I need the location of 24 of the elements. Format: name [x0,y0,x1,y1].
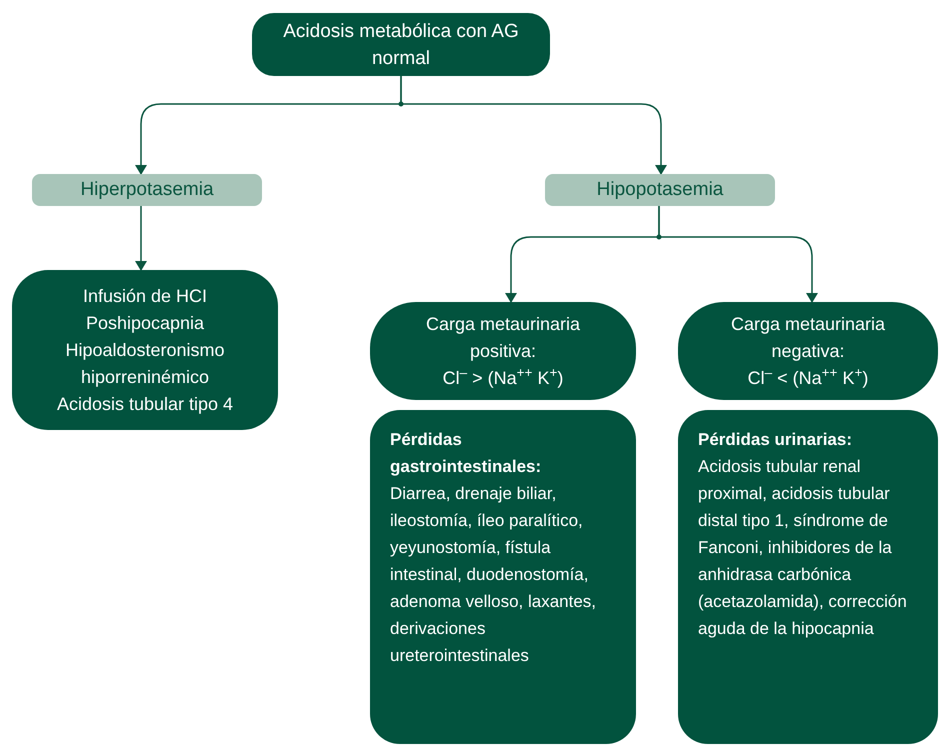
node-text: Acidosis tubular tipo 4 [56,392,234,416]
process-box [252,13,550,76]
card-heading: Pérdidas gastrointestinales: [390,429,542,478]
category-box [545,174,775,206]
arrow [658,206,818,303]
node-text: Hipopotasemia [596,178,724,202]
node-text: Infusión de HCI [82,284,208,308]
arrow [400,76,667,175]
node-text: Carga metaurinaria negativa: [730,312,886,363]
category-box [32,174,262,206]
node-text: Carga metaurinaria positiva: [424,312,582,363]
cause-box [678,410,938,744]
node-text: Poshipocapnia [86,312,204,335]
cause-box [370,410,636,744]
cause-box [12,270,278,430]
arrow [135,206,147,271]
node-text: Hiperpotasemia [80,178,214,202]
card-heading: Pérdidas urinarias: [698,429,852,451]
node-text: Cl$^{–}$ > (Na$^{++}$ K$^{+}$) [442,364,564,390]
node-text: Acidosis tubular renal proximal, acidosis tubular distal tipo 1, síndrome de Fanconi, inhibidores de la anhidrasa carbónica (acetazolamida), corrección aguda de la hipocapnia [698,456,908,640]
node-text: Diarrea, drenaje biliar, ileostomía, íleo paralítico, yeyunostomía, fístula intestinal, duodenostomía, adenoma velloso, laxantes, derivaciones ureterointestinales [390,483,598,667]
node-text: Cl$^{–}$ < (Na$^{++}$ K$^{+}$) [748,364,868,390]
node-text: Acidosis metabólica con AG normal [282,20,520,70]
node-text: Hipoaldosteronismo hiporreninémico [64,338,226,389]
